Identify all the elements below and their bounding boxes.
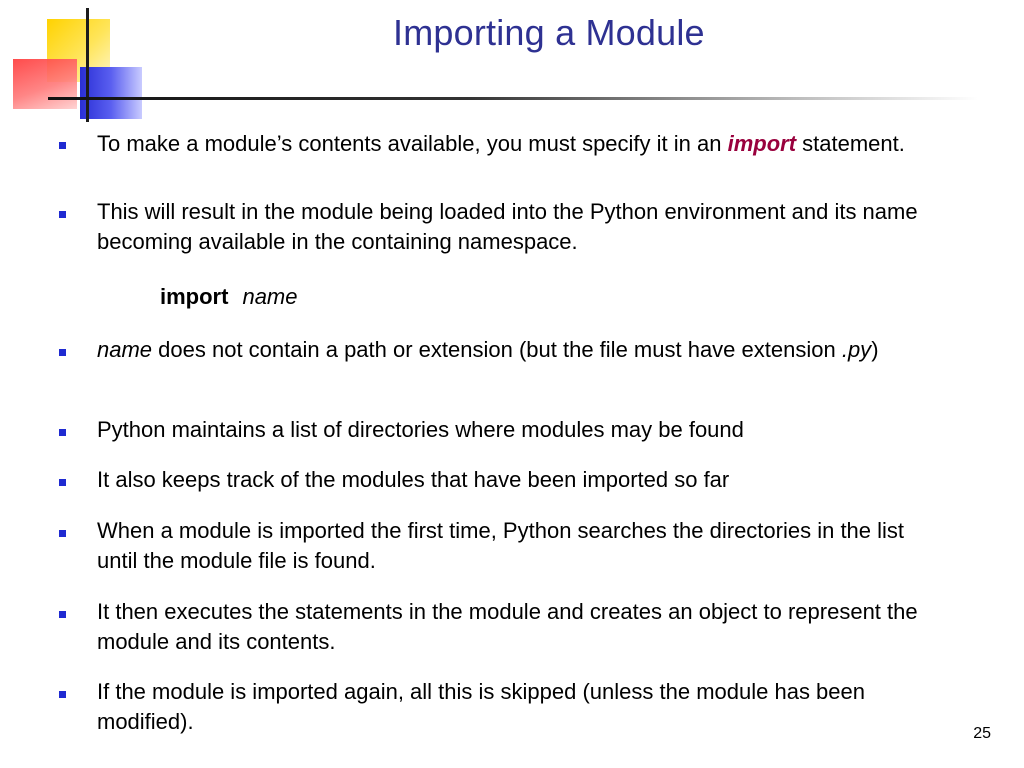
bullet-text-8: If the module is imported again, all thi…	[97, 679, 865, 734]
bullet-text-2: This will result in the module being loa…	[97, 199, 918, 254]
bullet-icon	[59, 429, 66, 436]
bullet-icon	[59, 611, 66, 618]
bullet-text-4: Python maintains a list of directories w…	[97, 417, 744, 442]
decor-blue-square	[80, 67, 142, 119]
bullet-text-part: statement.	[796, 131, 905, 156]
bullet-text-part: To make a module’s contents available, y…	[97, 131, 728, 156]
bullet-text-1: To make a module’s contents available, y…	[97, 129, 947, 159]
bullet-text-part: name	[97, 337, 153, 362]
decor-vertical-line	[86, 8, 89, 122]
bullet-text-3: name does not contain a path or extensio…	[97, 335, 947, 365]
bullet-icon	[59, 530, 66, 537]
import-keyword: import	[727, 131, 797, 156]
bullet-icon	[59, 142, 66, 149]
bullet-text-6: When a module is imported the first time…	[97, 518, 905, 573]
bullet-text-part: .py	[841, 337, 872, 362]
bullet-text-5: It also keeps track of the modules that …	[97, 467, 730, 492]
import-code-example: import name	[160, 282, 298, 312]
code-argument: name	[242, 284, 298, 309]
bullet-icon	[59, 211, 66, 218]
code-keyword: import	[160, 284, 229, 309]
bullet-text-part: does not contain a path or extension (bu…	[152, 337, 842, 362]
bullet-icon	[59, 691, 66, 698]
slide-title: Importing a Module	[393, 12, 705, 53]
bullet-text-7: It then executes the statements in the m…	[97, 599, 918, 654]
title-underline	[48, 97, 978, 100]
decor-red-square	[13, 59, 77, 109]
page-number: 25	[973, 725, 991, 742]
bullet-text-part: )	[871, 337, 879, 362]
bullet-icon	[59, 479, 66, 486]
bullet-icon	[59, 349, 66, 356]
